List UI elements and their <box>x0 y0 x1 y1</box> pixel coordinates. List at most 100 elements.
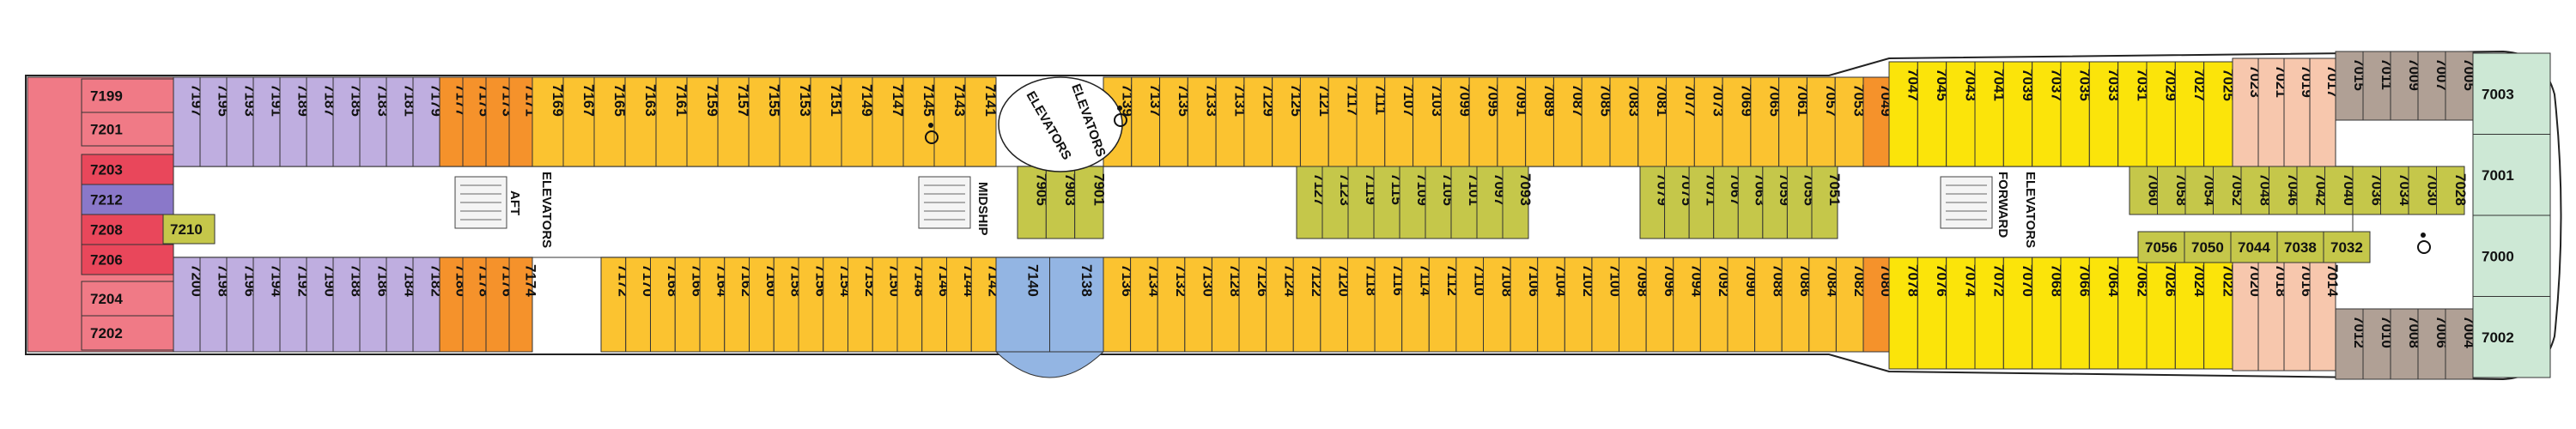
cabin-7151[interactable] <box>810 76 842 167</box>
cabin-7004[interactable] <box>2445 308 2474 380</box>
cabin-7172[interactable] <box>600 257 627 353</box>
cabin-7120[interactable] <box>1320 257 1348 353</box>
cabin-7001[interactable] <box>2472 134 2551 216</box>
cabin-7030[interactable] <box>2408 166 2437 215</box>
cabin-7140[interactable] <box>995 257 1050 353</box>
cabin-7003[interactable] <box>2472 52 2551 135</box>
cabin-7018[interactable] <box>2257 257 2285 372</box>
cabin-7156[interactable] <box>798 257 824 353</box>
cabin-7137[interactable] <box>1131 76 1161 167</box>
cabin-7024[interactable] <box>2174 257 2205 370</box>
cabin-7166[interactable] <box>674 257 701 353</box>
cabin-7062[interactable] <box>2117 257 2148 370</box>
cabin-7168[interactable] <box>650 257 676 353</box>
cabin-7031[interactable] <box>2117 61 2148 167</box>
cabin-7158[interactable] <box>773 257 799 353</box>
cabin-7147[interactable] <box>872 76 904 167</box>
cabin-7032[interactable] <box>2323 231 2371 263</box>
cabin-7092[interactable] <box>1699 257 1728 353</box>
cabin-7077[interactable] <box>1666 76 1695 167</box>
cabin-7141[interactable] <box>964 76 997 167</box>
cabin-7183[interactable] <box>359 76 387 167</box>
cabin-7131[interactable] <box>1215 76 1245 167</box>
cabin-7071[interactable] <box>1688 166 1715 239</box>
cabin-7104[interactable] <box>1537 257 1565 353</box>
cabin-7010[interactable] <box>2362 308 2391 380</box>
cabin-7119[interactable] <box>1347 166 1375 239</box>
cabin-7079[interactable] <box>1639 166 1666 239</box>
cabin-7146[interactable] <box>921 257 947 353</box>
cabin-7198[interactable] <box>199 257 228 353</box>
cabin-7191[interactable] <box>252 76 281 167</box>
cabin-7188[interactable] <box>332 257 361 353</box>
cabin-7103[interactable] <box>1413 76 1442 167</box>
cabin-7017[interactable] <box>2309 57 2336 167</box>
cabin-7203[interactable] <box>81 154 174 185</box>
cabin-7014[interactable] <box>2309 257 2336 372</box>
cabin-7029[interactable] <box>2146 61 2176 167</box>
cabin-7169[interactable] <box>532 76 564 167</box>
cabin-7099[interactable] <box>1440 76 1470 167</box>
cabin-7052[interactable] <box>2213 166 2242 215</box>
cabin-7122[interactable] <box>1292 257 1321 353</box>
cabin-7096[interactable] <box>1645 257 1674 353</box>
cabin-7177[interactable] <box>439 76 464 167</box>
cabin-7061[interactable] <box>1778 76 1807 167</box>
cabin-7117[interactable] <box>1327 76 1358 167</box>
cabin-7101[interactable] <box>1450 166 1478 239</box>
cabin-7033[interactable] <box>2088 61 2119 167</box>
cabin-7179[interactable] <box>412 76 440 167</box>
cabin-7060[interactable] <box>2129 166 2158 215</box>
cabin-7051[interactable] <box>1811 166 1838 239</box>
cabin-7185[interactable] <box>332 76 361 167</box>
cabin-7180[interactable] <box>439 257 464 353</box>
cabin-7138[interactable] <box>1049 257 1104 353</box>
cabin-7036[interactable] <box>2352 166 2381 215</box>
cabin-7039[interactable] <box>2002 61 2033 167</box>
cabin-7115[interactable] <box>1373 166 1400 239</box>
cabin-7178[interactable] <box>462 257 487 353</box>
cabin-7100[interactable] <box>1591 257 1620 353</box>
cabin-7153[interactable] <box>779 76 811 167</box>
cabin-7199[interactable] <box>81 78 174 113</box>
cabin-7093[interactable] <box>1502 166 1529 239</box>
cabin-7116[interactable] <box>1374 257 1403 353</box>
cabin-7083[interactable] <box>1609 76 1639 167</box>
cabin-7097[interactable] <box>1476 166 1504 239</box>
cabin-7074[interactable] <box>1946 257 1976 370</box>
cabin-7165[interactable] <box>593 76 626 167</box>
cabin-7023[interactable] <box>2232 57 2259 167</box>
cabin-7021[interactable] <box>2257 57 2285 167</box>
cabin-7055[interactable] <box>1786 166 1813 239</box>
cabin-7046[interactable] <box>2269 166 2298 215</box>
cabin-7041[interactable] <box>1974 61 2004 167</box>
cabin-7184[interactable] <box>386 257 414 353</box>
cabin-7129[interactable] <box>1243 76 1273 167</box>
cabin-7186[interactable] <box>359 257 387 353</box>
cabin-7002[interactable] <box>2472 296 2551 378</box>
cabin-7007[interactable] <box>2417 51 2446 121</box>
cabin-7057[interactable] <box>1806 76 1836 167</box>
cabin-7155[interactable] <box>748 76 781 167</box>
cabin-7063[interactable] <box>1737 166 1764 239</box>
cabin-7187[interactable] <box>306 76 334 167</box>
cabin-7182[interactable] <box>412 257 440 353</box>
cabin-7162[interactable] <box>724 257 750 353</box>
cabin-7114[interactable] <box>1401 257 1430 353</box>
cabin-7053[interactable] <box>1834 76 1864 167</box>
cabin-7084[interactable] <box>1808 257 1837 353</box>
cabin-7130[interactable] <box>1184 257 1212 353</box>
cabin-7195[interactable] <box>199 76 228 167</box>
cabin-7159[interactable] <box>686 76 719 167</box>
cabin-7019[interactable] <box>2283 57 2311 167</box>
cabin-7201[interactable] <box>81 112 174 147</box>
cabin-7133[interactable] <box>1187 76 1217 167</box>
cabin-7135[interactable] <box>1159 76 1188 167</box>
cabin-7035[interactable] <box>2060 61 2090 167</box>
cabin-7132[interactable] <box>1157 257 1186 353</box>
cabin-7059[interactable] <box>1762 166 1788 239</box>
cabin-7176[interactable] <box>485 257 510 353</box>
cabin-7150[interactable] <box>872 257 898 353</box>
cabin-7134[interactable] <box>1130 257 1158 353</box>
cabin-7189[interactable] <box>279 76 307 167</box>
